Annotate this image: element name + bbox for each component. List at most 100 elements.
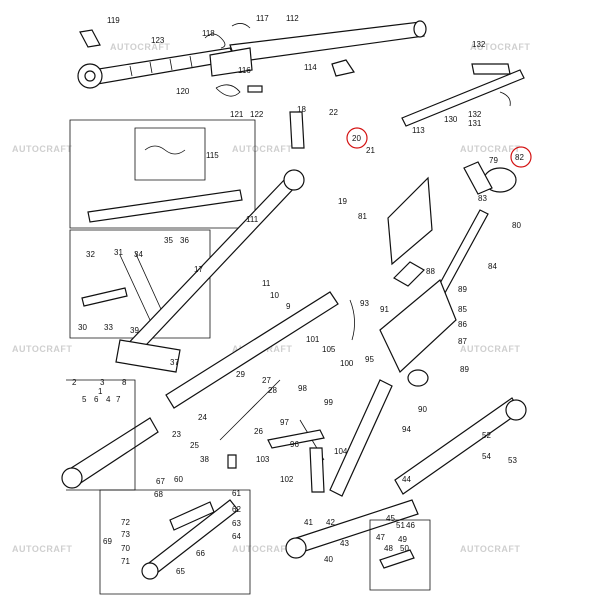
highlight-circle-20 (346, 127, 368, 149)
part-label: 4 (106, 395, 111, 404)
lower-link-end-37 (115, 339, 181, 373)
pin-122 (247, 85, 263, 93)
part-label: 31 (114, 248, 123, 257)
part-label: 121 (230, 110, 244, 119)
part-label: 21 (366, 146, 375, 155)
bracket-114 (331, 59, 355, 77)
part-label: 123 (151, 36, 165, 45)
watermark-text: AUTOCRAFT (110, 42, 170, 52)
part-label: 103 (256, 455, 270, 464)
pin-38 (227, 454, 237, 469)
lift-rod-assembly (401, 63, 525, 127)
part-label: 119 (107, 16, 120, 25)
bracket-104 (267, 429, 325, 449)
part-label: 116 (238, 66, 251, 75)
bracket-81 (387, 176, 433, 266)
part-label: 115 (206, 151, 219, 160)
nut-89 (407, 369, 429, 387)
inset-frame-bottom (99, 489, 251, 595)
highlight-circle-82 (510, 146, 532, 168)
tube-thread (129, 55, 193, 77)
watermark-text: AUTOCRAFT (460, 144, 520, 154)
part-label: 89 (460, 365, 469, 374)
part-label: 104 (334, 447, 348, 456)
clip-117 (231, 23, 251, 29)
inset-panel-chains (69, 119, 256, 339)
pin-102 (309, 447, 325, 493)
clip-120 (215, 84, 241, 97)
bracket-60 (169, 501, 215, 531)
lift-pin-132 (471, 63, 511, 75)
part-label: 114 (304, 63, 317, 72)
pin-18 (289, 111, 305, 149)
part-label: 8 (122, 378, 127, 387)
part-label: 35 (164, 236, 173, 245)
leveling-box-eye (61, 467, 83, 489)
part-label: 34 (134, 250, 143, 259)
part-label: 46 (406, 521, 415, 530)
part-label: 85 (458, 305, 467, 314)
bracket-48 (379, 549, 415, 569)
part-label: 60 (174, 475, 183, 484)
part-label: 61 (232, 489, 241, 498)
stabilizer-bar (87, 189, 243, 223)
part-label: 97 (280, 418, 289, 427)
part-label: 105 (322, 345, 336, 354)
part-label: 30 (78, 323, 87, 332)
part-label: 88 (426, 267, 435, 276)
part-label: 98 (298, 384, 307, 393)
part-label: 39 (130, 326, 139, 335)
part-label: 69 (103, 537, 112, 546)
part-label: 20 (352, 134, 361, 143)
part-label: 82 (515, 153, 524, 162)
part-label: 113 (412, 126, 425, 135)
part-label: 2 (72, 378, 77, 387)
part-label: 45 (386, 514, 395, 523)
part-label: 86 (458, 320, 467, 329)
ball-end-53 (505, 399, 527, 421)
chain-assembly (219, 379, 325, 469)
part-label: 11 (262, 279, 271, 288)
part-label: 33 (104, 323, 113, 332)
watermark-text: AUTOCRAFT (232, 544, 292, 554)
part-label: 17 (194, 265, 203, 274)
part-label: 89 (458, 285, 467, 294)
part-label: 22 (329, 108, 338, 117)
part-label: 42 (326, 518, 335, 527)
leveling-box-right (349, 161, 517, 387)
chain-24 (219, 379, 281, 441)
part-label: 132 (472, 40, 486, 49)
part-label: 81 (358, 212, 367, 221)
part-label: 72 (121, 518, 130, 527)
watermark-text: AUTOCRAFT (232, 144, 292, 154)
part-label: 122 (250, 110, 264, 119)
part-label: 26 (254, 427, 263, 436)
watermark-text: AUTOCRAFT (12, 544, 72, 554)
part-label: 44 (402, 475, 411, 484)
top-link-assembly (77, 20, 427, 97)
part-label: 84 (488, 262, 497, 271)
ball-end-hole (84, 70, 96, 82)
part-label: 65 (176, 567, 185, 576)
pin-79 (463, 161, 493, 195)
part-label: 68 (154, 490, 163, 499)
spring-93 (349, 299, 355, 341)
sway-block-assembly (61, 291, 339, 491)
inset-frame-lower (69, 229, 211, 339)
part-label: 70 (121, 544, 130, 553)
part-label: 131 (468, 119, 482, 128)
part-label: 73 (121, 530, 130, 539)
part-label: 5 (82, 395, 87, 404)
part-label: 40 (324, 555, 333, 564)
part-label: 38 (200, 455, 209, 464)
part-label: 25 (190, 441, 199, 450)
part-label: 132 (468, 110, 482, 119)
inset-panel-links (99, 489, 251, 595)
crank-handle-88 (393, 261, 425, 287)
lower-link-52 (394, 397, 521, 495)
part-label: 37 (170, 358, 179, 367)
check-chain-plate (165, 291, 339, 409)
part-label: 41 (304, 518, 313, 527)
part-label: 53 (508, 456, 517, 465)
